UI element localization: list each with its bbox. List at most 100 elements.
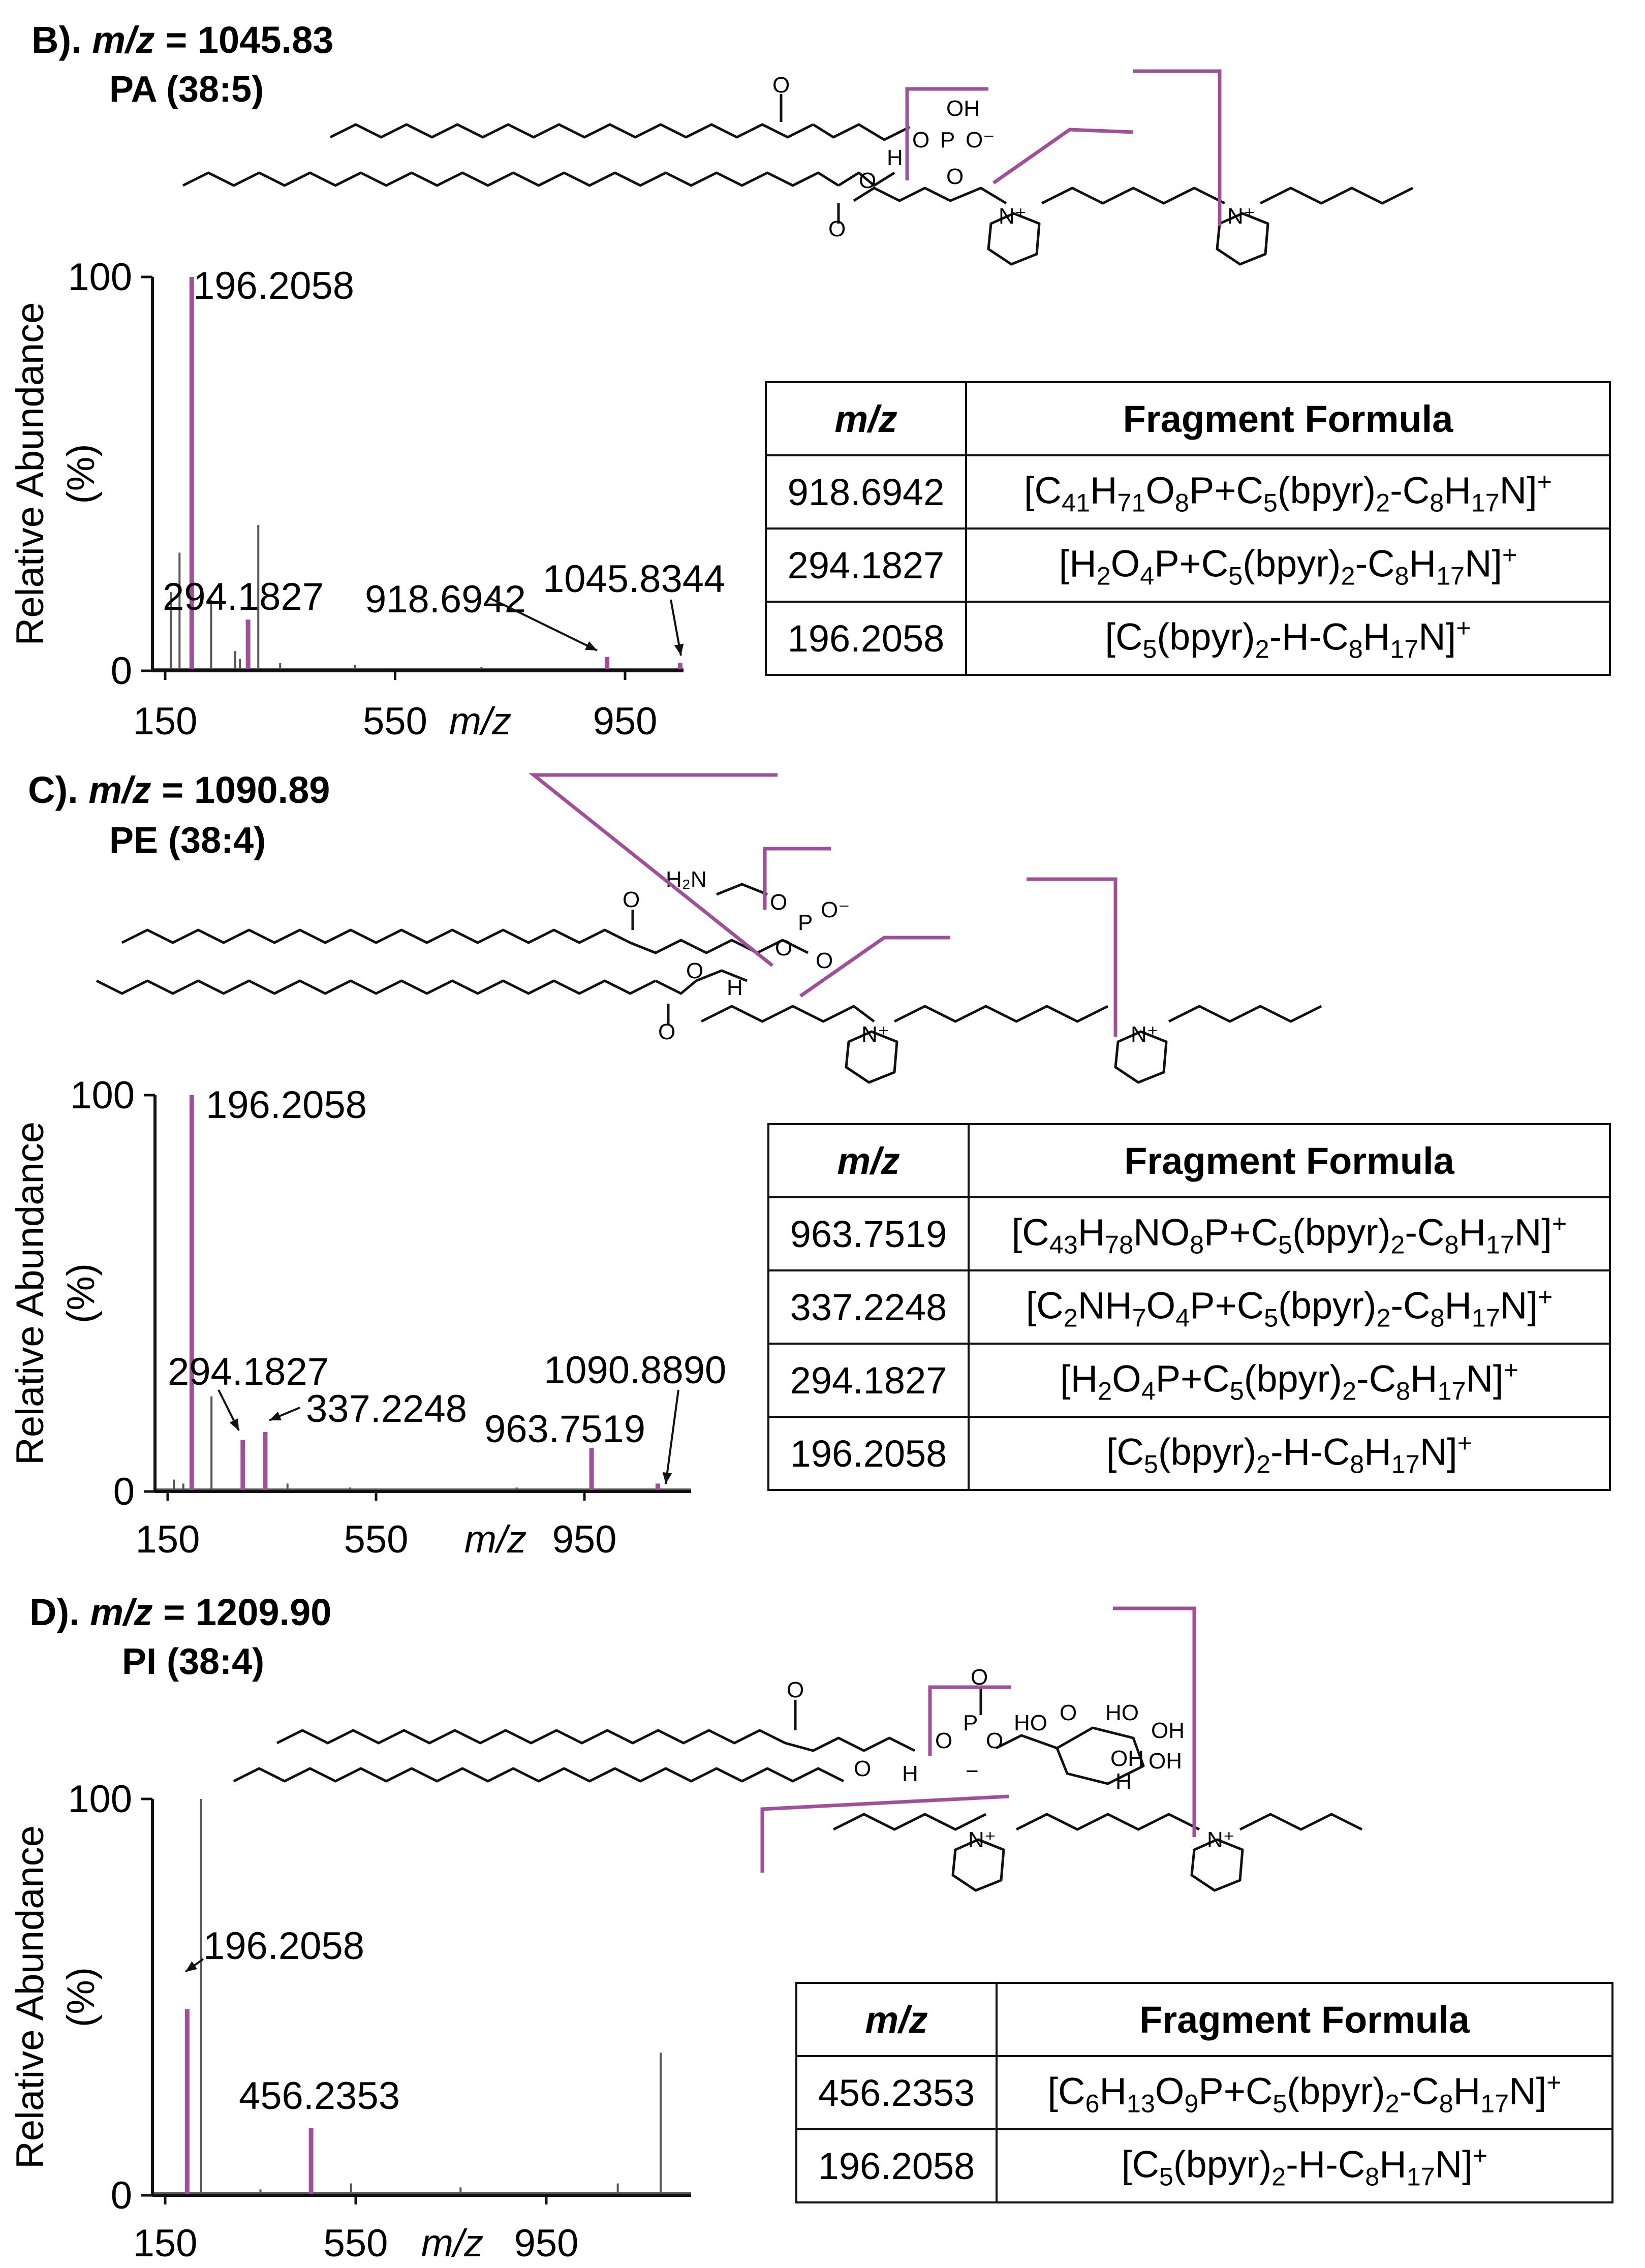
table-row: 196.2058[C5(bpyr)2-H-C8H17N]+	[765, 601, 1611, 676]
svg-text:O: O	[686, 958, 703, 983]
panel-b-structure	[182, 94, 1414, 266]
svg-text:OH: OH	[946, 96, 980, 121]
svg-text:OH: OH	[1151, 1718, 1185, 1743]
table-cell-formula: [H2O4P+C5(bpyr)2-C8H17N]+	[968, 1343, 1611, 1418]
panel-b-cleavage-marks	[905, 69, 1222, 226]
x-axis-title: m/z	[421, 2222, 483, 2265]
x-axis-title: m/z	[449, 700, 511, 743]
peak-label: 337.2248	[306, 1387, 467, 1431]
table-row: 196.2058[C5(bpyr)2-H-C8H17N]+	[767, 1416, 1611, 1491]
y-tick-label: 0	[113, 1470, 135, 1513]
y-tick-label: 100	[70, 1074, 135, 1117]
svg-text:N⁺: N⁺	[1207, 1827, 1235, 1852]
peak-arrowhead	[674, 643, 684, 656]
y-tick-label: 0	[111, 649, 132, 693]
peak-arrowhead	[229, 1418, 239, 1431]
svg-text:O: O	[623, 887, 640, 912]
table-row: 456.2353[C6H13O9P+C5(bpyr)2-C8H17N]+	[795, 2055, 1613, 2130]
table-cell-mz: 456.2353	[795, 2055, 998, 2130]
panel-b-lipid: PA (38:5)	[109, 69, 264, 110]
table-cell-formula: [C5(bpyr)2-H-C8H17N]+	[996, 2128, 1613, 2203]
svg-text:O: O	[912, 128, 929, 152]
table-cell-formula: [C5(bpyr)2-H-C8H17N]+	[965, 601, 1611, 676]
svg-text:O⁻: O⁻	[966, 128, 995, 152]
y-tick-label: 100	[68, 1778, 132, 1821]
svg-text:N⁺: N⁺	[968, 1827, 996, 1852]
peak-label: 1045.8344	[543, 557, 725, 601]
panel-d-structure-labels: O O P O O − HO O HO OH OH OH H O H N⁺ N⁺	[787, 1665, 1235, 1852]
peak-label: 918.6942	[365, 578, 526, 621]
table-cell-formula: [H2O4P+C5(bpyr)2-C8H17N]+	[965, 527, 1611, 603]
table-cell-mz: 918.6942	[765, 454, 967, 530]
x-tick-label: 950	[514, 2222, 579, 2265]
table-cell-mz: 196.2058	[765, 601, 967, 676]
table-cell-formula: [C6H13O9P+C5(bpyr)2-C8H17N]+	[996, 2055, 1613, 2130]
svg-text:N⁺: N⁺	[861, 1022, 889, 1047]
svg-text:H: H	[727, 975, 743, 1000]
peak-label: 196.2058	[203, 1924, 364, 1968]
peak-arrowhead	[269, 1411, 282, 1421]
table-cell-mz: 963.7519	[767, 1196, 970, 1271]
peak-arrowhead	[662, 1472, 672, 1484]
table-cell-mz: 337.2248	[767, 1269, 970, 1345]
y-axis-title: Relative Abundance	[9, 1825, 52, 2169]
table-header-row: m/z Fragment Formula	[795, 1982, 1613, 2057]
panel-c-label: C). m/z = 1090.89	[28, 769, 330, 811]
panel-c-lipid: PE (38:4)	[109, 820, 266, 861]
panel-b-structure-labels: O OH O P O⁻ O H O O N⁺ N⁺	[772, 73, 1255, 241]
y-axis-title: Relative Abundance	[9, 302, 52, 645]
svg-text:O: O	[828, 216, 846, 241]
svg-text:HO: HO	[1014, 1711, 1047, 1735]
y-axis-title-unit: (%)	[59, 1967, 103, 2027]
svg-text:OH: OH	[1149, 1749, 1182, 1774]
table-row: 294.1827[H2O4P+C5(bpyr)2-C8H17N]+	[765, 527, 1611, 603]
table-header-mz: m/z	[765, 381, 967, 456]
table-header-formula: Fragment Formula	[965, 381, 1611, 456]
svg-text:N⁺: N⁺	[1227, 204, 1255, 229]
peak-label: 963.7519	[484, 1408, 645, 1451]
svg-text:−: −	[966, 1759, 979, 1784]
table-cell-mz: 196.2058	[767, 1416, 970, 1491]
panel-b-label: B). m/z = 1045.83	[32, 19, 333, 61]
svg-text:O: O	[816, 948, 833, 973]
table-header-mz: m/z	[767, 1123, 970, 1198]
svg-text:O: O	[946, 164, 964, 189]
svg-text:O: O	[935, 1728, 952, 1753]
table-header-mz: m/z	[795, 1982, 998, 2057]
x-tick-label: 150	[133, 700, 198, 743]
svg-text:N⁺: N⁺	[999, 204, 1027, 229]
svg-text:P: P	[963, 1711, 978, 1735]
svg-text:O: O	[658, 1019, 675, 1044]
table-row: 294.1827[H2O4P+C5(bpyr)2-C8H17N]+	[767, 1343, 1611, 1418]
svg-text:O: O	[770, 890, 787, 915]
svg-text:P: P	[798, 910, 813, 935]
peak-arrow	[665, 1389, 679, 1484]
svg-text:P: P	[940, 128, 955, 152]
svg-text:H: H	[1115, 1769, 1132, 1794]
table-cell-mz: 196.2058	[795, 2128, 998, 2203]
peak-label: 294.1827	[168, 1350, 329, 1393]
table-row: 918.6942[C41H71O8P+C5(bpyr)2-C8H17N]+	[765, 454, 1611, 530]
peak-label: 1090.8890	[544, 1349, 726, 1392]
table-header-formula: Fragment Formula	[996, 1982, 1613, 2057]
table-cell-formula: [C41H71O8P+C5(bpyr)2-C8H17N]+	[965, 454, 1611, 530]
svg-text:H: H	[902, 1761, 918, 1786]
x-tick-label: 150	[133, 2222, 198, 2265]
table-row: 196.2058[C5(bpyr)2-H-C8H17N]+	[795, 2128, 1613, 2203]
panel-d-cleavage-marks	[760, 1606, 1196, 1873]
svg-text:O: O	[772, 73, 790, 98]
peak-label: 294.1827	[163, 575, 324, 618]
svg-text:H₂N: H₂N	[666, 867, 707, 892]
x-tick-label: 150	[136, 1518, 200, 1561]
y-tick-label: 0	[111, 2174, 132, 2217]
fragment-table-c: m/z Fragment Formula 963.7519[C43H78NO8P…	[767, 1123, 1611, 1491]
table-header-row: m/z Fragment Formula	[767, 1123, 1611, 1198]
svg-text:O: O	[775, 936, 792, 960]
svg-text:HO: HO	[1105, 1700, 1139, 1725]
table-header-row: m/z Fragment Formula	[765, 381, 1611, 456]
table-header-formula: Fragment Formula	[968, 1123, 1611, 1198]
